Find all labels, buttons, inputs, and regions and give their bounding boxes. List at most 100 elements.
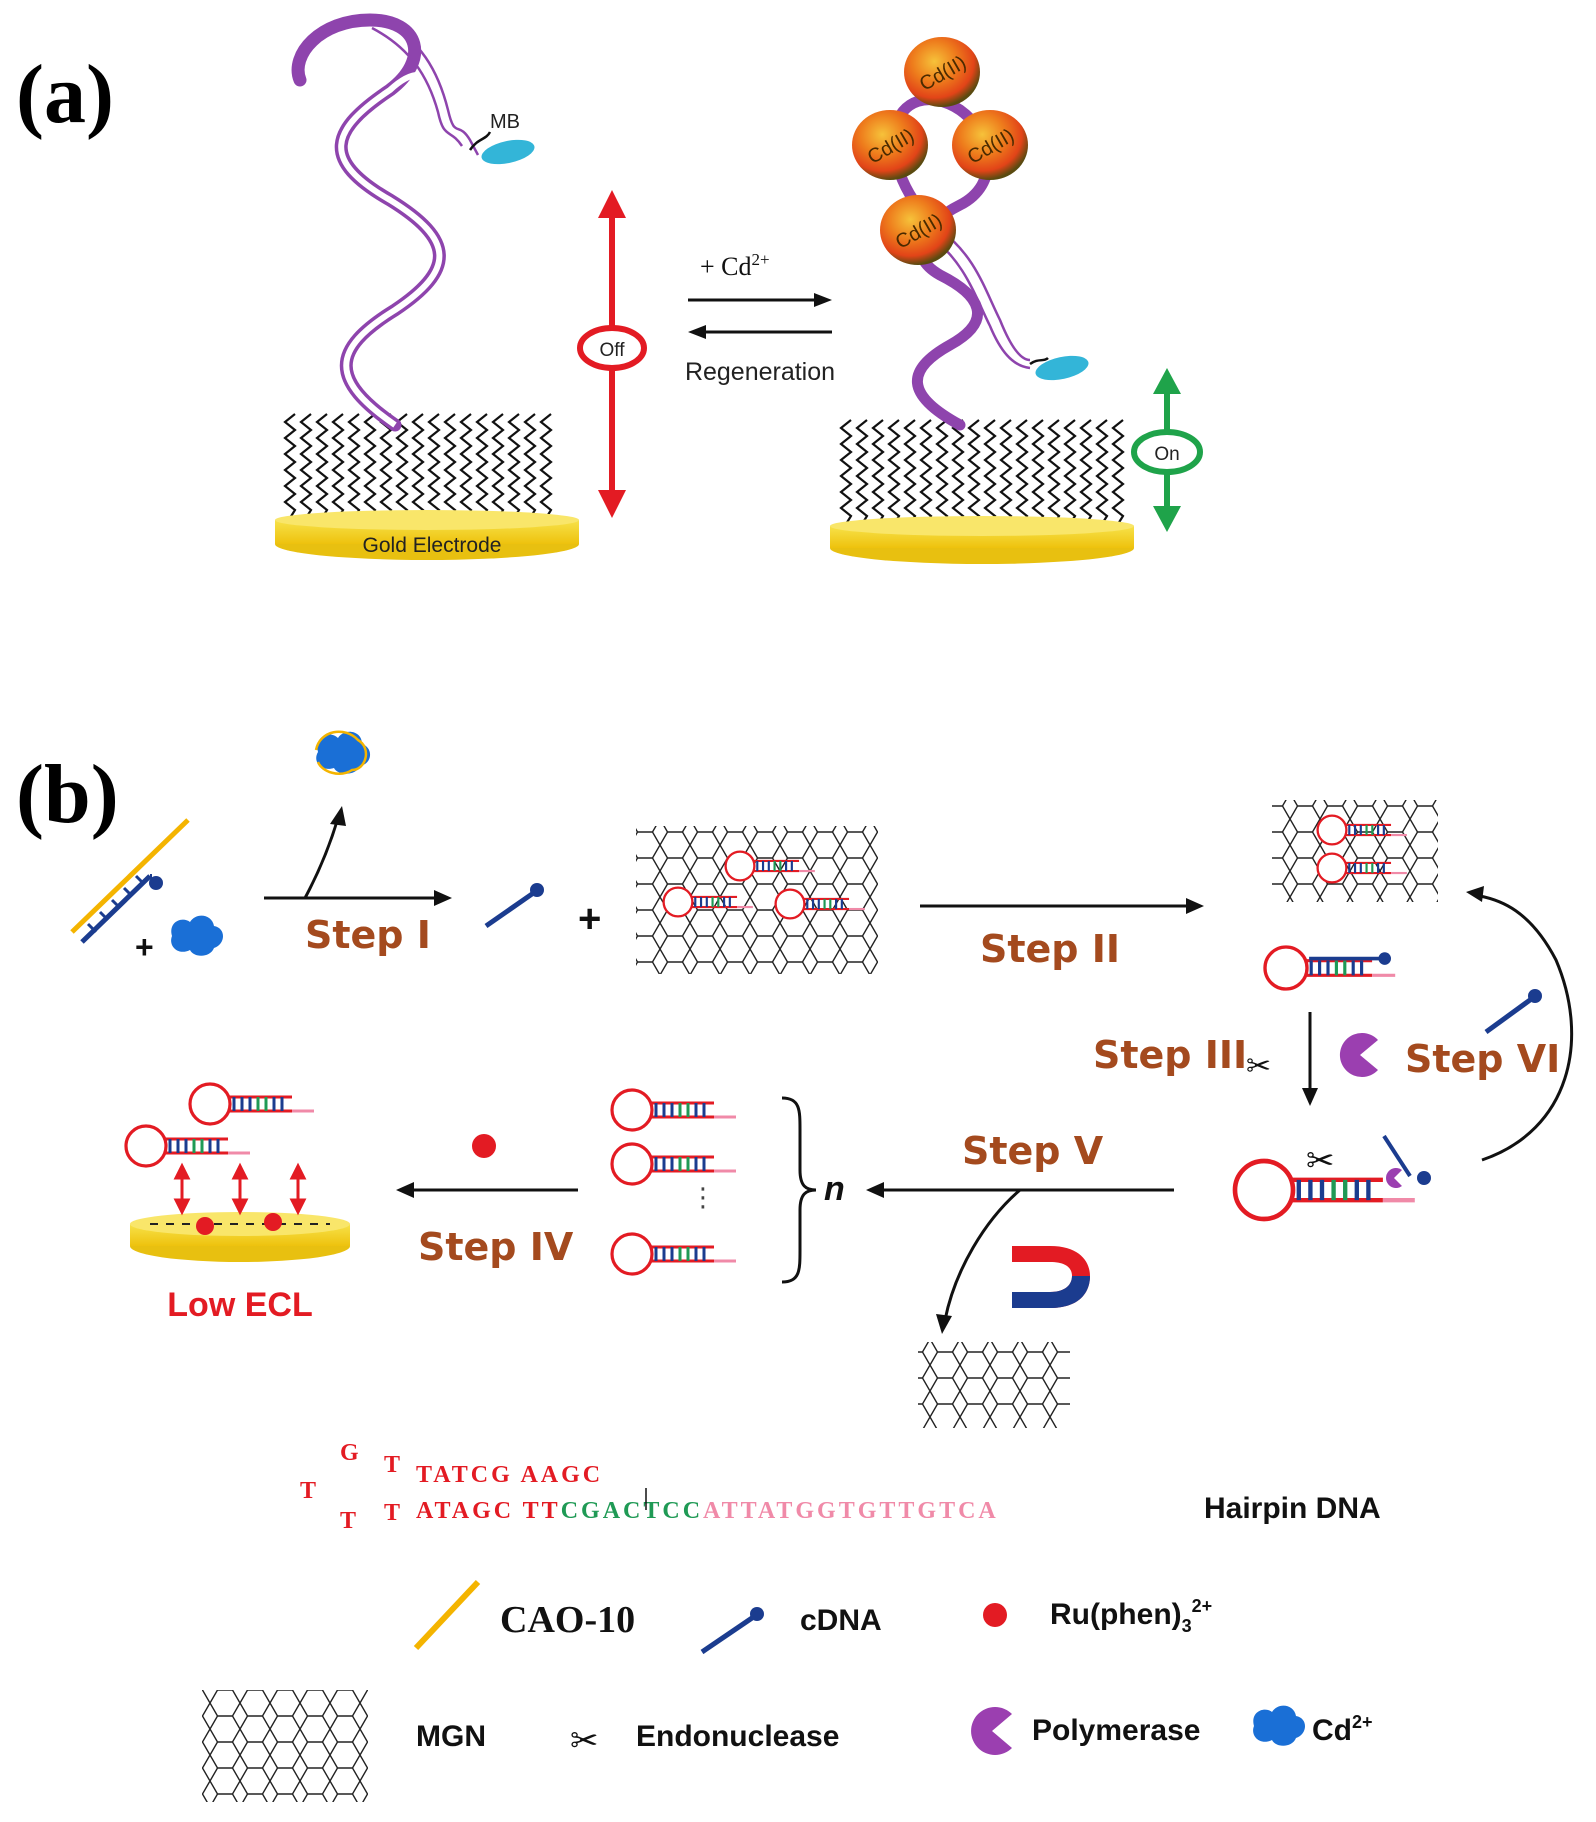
ru-phen-dot	[472, 1134, 496, 1158]
sam-chain	[1095, 419, 1109, 525]
sam-chain	[983, 419, 997, 525]
sam-chain	[999, 419, 1013, 525]
sam-chain	[395, 413, 409, 519]
low-ecl-label: Low ECL	[167, 1286, 312, 1324]
step-4-arrow	[396, 1182, 578, 1198]
regeneration-label: Regeneration	[685, 358, 835, 386]
hairpin-probe	[1232, 1158, 1415, 1222]
sam-chain	[475, 413, 489, 519]
mgn-label: MGN	[416, 1720, 486, 1753]
cd-ion-ball-2: Cd(II)	[852, 110, 928, 180]
aptamer-cdna-duplex	[70, 818, 190, 944]
hairpins-low-ecl	[124, 1082, 314, 1168]
hairpin-dna-label: Hairpin DNA	[1204, 1492, 1381, 1525]
sam-chain	[331, 413, 345, 519]
step-2-label: Step II	[980, 927, 1120, 971]
mgn-sheet-2	[1272, 800, 1438, 902]
sam-chain	[315, 413, 329, 519]
sam-chain	[855, 419, 869, 525]
sam-chain	[507, 413, 521, 519]
cao-10-label: CAO-10	[500, 1599, 635, 1641]
cd-ion-label: Cd2+	[1312, 1712, 1373, 1747]
top-strand: TATCG AAGC	[416, 1462, 603, 1488]
left-electrode-assembly: Gold Electrode MB	[275, 13, 579, 560]
on-signal-indicator: On	[1131, 368, 1203, 532]
sam-chain	[871, 419, 885, 525]
sam-chain	[967, 419, 981, 525]
sam-chain	[1079, 419, 1093, 525]
polymerase-label: Polymerase	[1032, 1714, 1200, 1747]
sam-chain	[1031, 419, 1045, 525]
cao-10-swatch	[413, 1579, 481, 1651]
magnet-icon	[1012, 1246, 1090, 1308]
hairpin-probe	[774, 888, 865, 920]
polymerase-swatch	[971, 1706, 1012, 1756]
polymerase-icon	[1339, 1033, 1378, 1077]
sam-chain	[523, 413, 537, 519]
sam-chain	[443, 413, 457, 519]
sam-chain	[1015, 419, 1029, 525]
sam-chain	[491, 413, 505, 519]
sam-chain	[283, 413, 297, 519]
cd-ion-ball-4: Cd(II)	[880, 195, 956, 265]
endonuclease-icon: ✂	[570, 1722, 599, 1760]
svg-text:T: T	[300, 1478, 316, 1504]
sam-layer-left	[283, 413, 553, 519]
scissors-icon: ✂	[1306, 1141, 1335, 1181]
mgn-swatch	[202, 1690, 368, 1802]
hairpin-probe	[662, 886, 753, 918]
hairpin-probe	[724, 850, 815, 882]
svg-text:T: T	[384, 1452, 400, 1478]
svg-text:T: T	[384, 1500, 400, 1526]
svg-text:T: T	[340, 1508, 356, 1534]
sam-chain	[459, 413, 473, 519]
step-3-label: Step III	[1093, 1033, 1247, 1077]
endonuclease-label: Endonuclease	[636, 1720, 839, 1753]
mb-label: MB	[490, 111, 520, 133]
legend: CAO-10 cDNA Ru(phen)32+ MGN ✂ Endonuclea…	[202, 1579, 1373, 1802]
sam-layer-right	[839, 419, 1125, 525]
sam-chain	[347, 413, 361, 519]
sam-chain	[379, 413, 393, 519]
panel-a-label: (a)	[16, 48, 114, 141]
scissors-icon: ✂	[1246, 1050, 1271, 1083]
ru-phen-label: Ru(phen)32+	[1050, 1596, 1212, 1636]
on-label: On	[1154, 444, 1179, 465]
plus-sign-2: +	[578, 897, 601, 941]
mgn-with-hairpins	[636, 826, 878, 974]
sam-chain	[839, 419, 853, 525]
cd-ion-swatch	[1253, 1705, 1305, 1746]
step-1-arrow	[264, 730, 452, 906]
step-4-label: Step IV	[418, 1225, 574, 1269]
sam-chain	[363, 413, 377, 519]
cd-ion-blob-1	[171, 915, 223, 956]
low-ecl-electrode	[124, 1082, 350, 1262]
hairpin-probe	[188, 1082, 314, 1126]
cd-aptamer-complex	[314, 730, 371, 775]
off-label: Off	[600, 340, 626, 361]
hairpins-on-mgn	[1316, 814, 1407, 884]
ru-phen-swatch	[983, 1603, 1007, 1627]
cleavage-complex: ✂	[1232, 1134, 1431, 1222]
cdna-label: cDNA	[800, 1604, 882, 1637]
forward-label: + Cd2+	[700, 250, 770, 281]
released-hairpins	[610, 1088, 736, 1276]
hairpin-sequence: G T T T T TATCG AAGC ATAGC TTCGACTCCATTA…	[300, 1440, 1381, 1534]
sam-chain	[427, 413, 441, 519]
step-2-arrow	[920, 898, 1204, 914]
hairpin-probe	[124, 1124, 250, 1168]
sam-chain	[903, 419, 917, 525]
step-6-label: Step VI	[1405, 1037, 1560, 1081]
mb-redox-tag-left	[481, 139, 535, 165]
hairpin-probe	[1316, 814, 1407, 846]
n-label: n	[824, 1170, 845, 1208]
recycle-arrow	[1466, 886, 1574, 1162]
sam-chain	[1047, 419, 1061, 525]
sam-chain	[1111, 419, 1125, 525]
equilibrium-arrows: + Cd2+ Regeneration	[685, 250, 835, 386]
sam-chain	[1063, 419, 1077, 525]
step-5-label: Step V	[962, 1129, 1104, 1173]
sam-chain	[299, 413, 313, 519]
sam-chain	[919, 419, 933, 525]
